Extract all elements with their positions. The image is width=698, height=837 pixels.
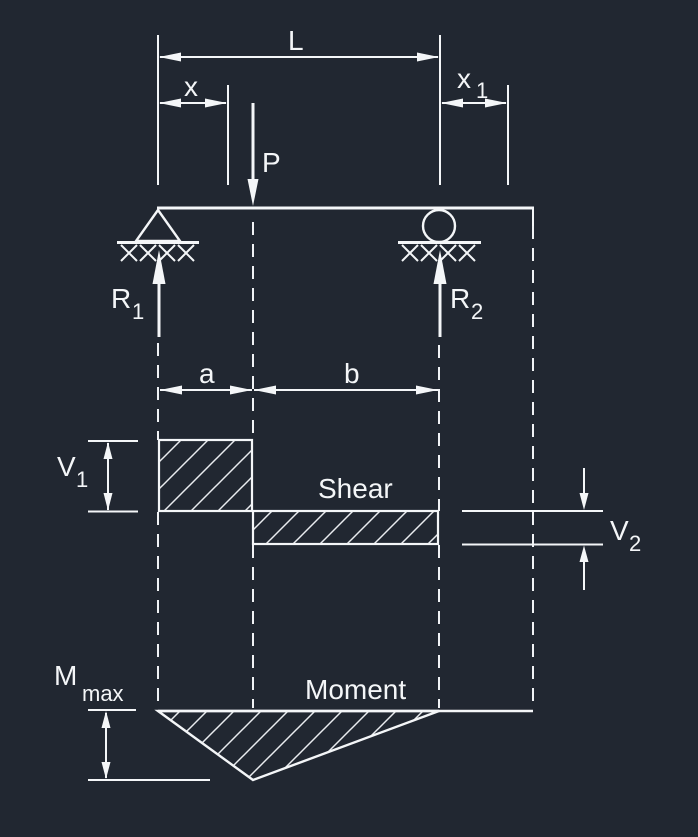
v2-subscript: 2 xyxy=(629,531,641,556)
arrowhead-left-icon xyxy=(159,98,181,108)
a-dim-label: a xyxy=(199,358,215,389)
shear-title: Shear xyxy=(318,473,393,504)
reaction-left-label: R xyxy=(111,283,131,314)
down-arrowhead-icon xyxy=(579,493,589,510)
negative-shear-region xyxy=(251,509,440,546)
up-arrowhead-icon xyxy=(103,442,113,459)
dimension-x: x xyxy=(159,71,227,108)
dimension-a: a xyxy=(160,358,252,395)
x1-dim-subscript: 1 xyxy=(476,78,488,103)
arrowhead-left-icon xyxy=(159,52,181,62)
up-arrowhead-icon xyxy=(101,711,111,728)
reaction-right-label: R xyxy=(450,283,470,314)
dimension-L: L xyxy=(159,25,439,62)
moment-title: Moment xyxy=(305,674,406,705)
reaction-left-subscript: 1 xyxy=(132,299,144,324)
moment-diagram: Moment M max xyxy=(54,660,533,782)
up-arrowhead-icon xyxy=(433,250,447,284)
roller-support-icon xyxy=(398,208,481,262)
b-dim-label: b xyxy=(344,358,360,389)
reaction-arrow-right: R 2 xyxy=(433,250,483,337)
mmax-dimension: M max xyxy=(54,660,210,781)
beam xyxy=(157,206,534,226)
load-arrow: P xyxy=(247,103,281,206)
ground-hatch xyxy=(401,244,476,262)
x1-dim-label: x xyxy=(457,63,471,94)
construction-lines xyxy=(157,222,534,710)
down-arrowhead-icon xyxy=(103,493,113,511)
ground-hatch xyxy=(120,244,195,262)
mmax-subscript: max xyxy=(82,681,124,706)
up-arrowhead-icon xyxy=(579,545,589,562)
arrowhead-right-icon xyxy=(417,52,439,62)
arrowhead-right-icon xyxy=(230,385,252,395)
reaction-arrow-left: R 1 xyxy=(111,250,166,337)
arrowhead-left-icon xyxy=(160,385,182,395)
x-dim-label: x xyxy=(184,71,198,102)
load-label: P xyxy=(262,147,281,178)
v2-dimension: V 2 xyxy=(462,468,641,590)
arrowhead-right-icon xyxy=(416,385,438,395)
mmax-label: M xyxy=(54,660,77,691)
arrowhead-left-icon xyxy=(441,98,463,108)
span-label: L xyxy=(288,25,304,56)
positive-shear-region xyxy=(157,438,254,513)
dimension-b: b xyxy=(254,358,438,395)
arrowhead-left-icon xyxy=(254,385,276,395)
v2-label: V xyxy=(610,515,629,546)
shear-diagram: Shear V 1 V 2 xyxy=(57,438,641,590)
dimension-x1: x 1 xyxy=(441,63,507,108)
up-arrowhead-icon xyxy=(152,250,166,284)
v1-subscript: 1 xyxy=(76,467,88,492)
v1-dimension: V 1 xyxy=(57,440,138,513)
extension-lines xyxy=(157,35,509,185)
pin-support-icon xyxy=(117,207,199,262)
down-arrowhead-icon xyxy=(101,762,111,779)
arrowhead-right-icon xyxy=(205,98,227,108)
v1-label: V xyxy=(57,451,76,482)
reaction-right-subscript: 2 xyxy=(471,299,483,324)
arrowhead-right-icon xyxy=(485,98,507,108)
down-arrowhead-icon xyxy=(247,179,259,206)
